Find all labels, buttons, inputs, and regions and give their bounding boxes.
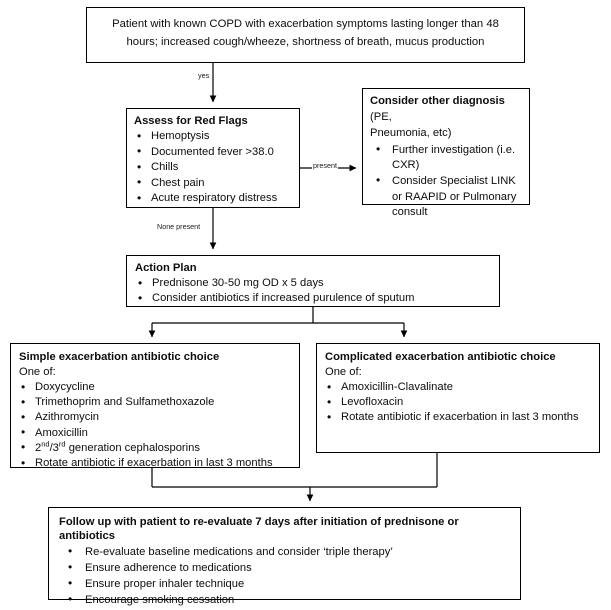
list-item: Documented fever >38.0 (134, 144, 293, 161)
edge-label-yes: yes (197, 71, 211, 80)
list-item: Further investigation (i.e. CXR) (370, 142, 522, 174)
edge-label-none-present: None present (156, 222, 202, 231)
simple-subtitle: One of: (19, 366, 56, 378)
other-diagnosis-title-bold: Consider other diagnosis (370, 95, 505, 107)
list-item: Rotate antibiotic if exacerbation in las… (325, 410, 591, 425)
other-diagnosis-title-regular: (PE, (370, 110, 392, 123)
list-item: Chills (134, 160, 293, 176)
ceph-middle: /3 (49, 441, 59, 454)
list-item: Levofloxacin (325, 395, 591, 410)
follow-up-list: Re-evaluate baseline medications and con… (59, 544, 512, 608)
ceph-sup-nd: nd (41, 439, 50, 449)
ceph-suffix: generation cephalosporins (65, 441, 200, 454)
simple-list: Doxycycline Trimethoprim and Sulfamethox… (19, 379, 291, 471)
list-item: Prednisone 30-50 mg OD x 5 days (135, 275, 491, 291)
other-diagnosis-title-line2: Pneumonia, etc) (370, 127, 452, 140)
node-follow-up: Follow up with patient to re-evaluate 7 … (48, 507, 521, 606)
list-item-cephalosporins: 2nd/3rd generation cephalosporins (19, 439, 291, 456)
patient-presentation-text: Patient with known COPD with exacerbatio… (112, 18, 499, 48)
list-item: Doxycycline (19, 379, 291, 395)
list-item: Trimethoprim and Sulfamethoxazole (19, 395, 291, 410)
node-complicated-exacerbation-antibiotic-choice: Complicated exacerbation antibiotic choi… (316, 343, 600, 453)
complicated-list: Amoxicillin-Clavalinate Levofloxacin Rot… (325, 379, 591, 426)
list-item: Azithromycin (19, 410, 291, 425)
follow-up-title: Follow up with patient to re-evaluate 7 … (59, 516, 459, 542)
node-assess-for-red-flags: Assess for Red Flags Hemoptysis Document… (126, 108, 300, 208)
list-item: Chest pain (134, 175, 293, 192)
list-item: Re-evaluate baseline medications and con… (59, 544, 512, 560)
other-diagnosis-list: Further investigation (i.e. CXR) Conside… (370, 142, 522, 221)
action-plan-title: Action Plan (135, 262, 197, 274)
edge-label-present: present (312, 161, 338, 170)
node-patient-presentation: Patient with known COPD with exacerbatio… (86, 7, 525, 63)
list-item: Amoxicillin-Clavalinate (325, 379, 591, 395)
list-item: Amoxicillin (19, 425, 291, 441)
list-item: Consider Specialist LINK or RAAPID or Pu… (370, 173, 522, 221)
complicated-subtitle: One of: (325, 366, 362, 378)
list-item: Ensure proper inhaler technique (59, 576, 512, 592)
node-consider-other-diagnosis: Consider other diagnosis (PE, Pneumonia,… (362, 88, 530, 218)
connector-action-plan-split (148, 307, 408, 338)
action-plan-list: Prednisone 30-50 mg OD x 5 days Consider… (135, 275, 491, 307)
list-item: Acute respiratory distress (134, 191, 293, 207)
red-flags-list: Hemoptysis Documented fever >38.0 Chills… (134, 129, 293, 207)
list-item: Consider antibiotics if increased purule… (135, 291, 491, 306)
node-action-plan: Action Plan Prednisone 30-50 mg OD x 5 d… (126, 255, 500, 307)
other-diagnosis-title: Consider other diagnosis (PE, (370, 94, 522, 125)
list-item: Hemoptysis (134, 129, 293, 145)
list-item: Ensure adherence to medications (59, 560, 512, 576)
ceph-prefix: 2 (35, 441, 42, 454)
simple-title: Simple exacerbation antibiotic choice (19, 351, 220, 363)
list-item: Rotate antibiotic if exacerbation in las… (19, 456, 291, 471)
red-flags-title: Assess for Red Flags (134, 115, 248, 127)
ceph-sup-rd: rd (58, 439, 66, 449)
list-item: Encourage smoking cessation (59, 592, 512, 608)
complicated-title: Complicated exacerbation antibiotic choi… (325, 351, 556, 363)
node-simple-exacerbation-antibiotic-choice: Simple exacerbation antibiotic choice On… (10, 343, 300, 471)
